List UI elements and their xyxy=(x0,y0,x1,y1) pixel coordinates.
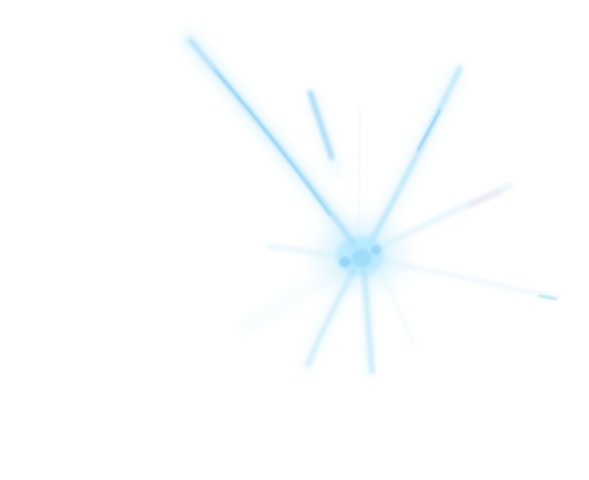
streak-lower-left-glow xyxy=(301,267,357,373)
streak-upper-short-glow xyxy=(307,91,341,177)
streak-lower-right-faint xyxy=(378,266,417,347)
burst-core-knot-right xyxy=(371,245,381,255)
streak-vertical-upper xyxy=(356,108,362,237)
streak-upper-right-glow xyxy=(364,66,464,250)
streak-far-right xyxy=(383,260,557,300)
burst-core-knot xyxy=(339,257,351,267)
streak-right-pink xyxy=(468,190,502,207)
streak-upper-left-inner xyxy=(214,69,331,216)
streak-far-right-tip xyxy=(538,294,558,301)
streak-upper-right-inner xyxy=(417,109,441,151)
burst-core-bright xyxy=(352,249,372,267)
streak-lower-center-glow xyxy=(359,267,377,379)
streak-lower-left-long xyxy=(242,263,355,331)
